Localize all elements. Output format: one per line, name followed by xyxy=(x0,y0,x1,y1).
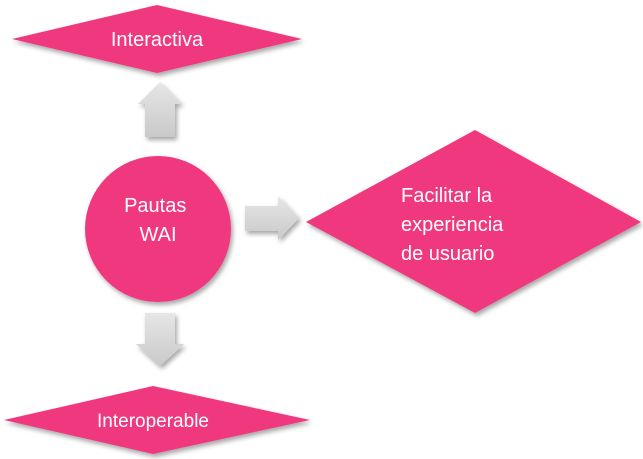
center-circle-shape xyxy=(85,156,231,302)
arrow-right xyxy=(245,196,299,240)
bottom-node-label: Interoperable xyxy=(97,411,209,432)
arrow-up xyxy=(138,82,182,137)
center-node-label: Pautas WAI xyxy=(124,195,192,246)
top-node-label: Interactiva xyxy=(111,29,204,51)
arrow-up-shape xyxy=(138,82,182,137)
top-node: Interactiva xyxy=(12,5,302,73)
top-diamond-shape xyxy=(12,5,302,73)
right-line-3: de usuario xyxy=(401,243,494,265)
arrow-down xyxy=(136,313,184,366)
bottom-diamond-shape xyxy=(4,386,310,454)
arrow-right-shape xyxy=(245,196,299,240)
center-line-2: WAI xyxy=(139,224,176,246)
center-line-1: Pautas xyxy=(124,195,186,217)
right-node-label: Facilitar la experiencia de usuario xyxy=(401,185,509,265)
right-diamond-shape xyxy=(306,130,641,313)
right-line-2: experiencia xyxy=(401,214,504,236)
bottom-node: Interoperable xyxy=(4,386,310,454)
right-line-1: Facilitar la xyxy=(401,185,493,207)
center-node: Pautas WAI xyxy=(85,156,231,302)
arrow-down-shape xyxy=(136,313,184,366)
right-node: Facilitar la experiencia de usuario xyxy=(306,130,641,313)
